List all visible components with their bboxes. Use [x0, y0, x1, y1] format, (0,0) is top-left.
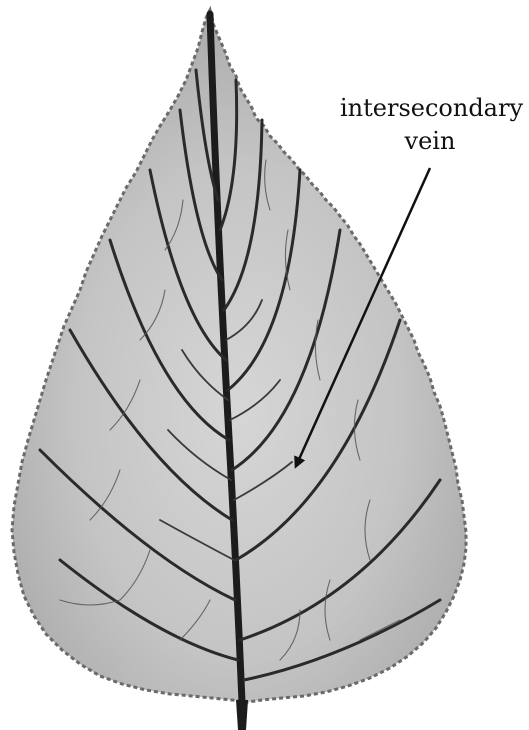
annotation-label-line1: intersecondary [340, 92, 520, 125]
annotation-label: intersecondary vein [340, 92, 520, 158]
annotation-label-line2: vein [340, 125, 520, 158]
